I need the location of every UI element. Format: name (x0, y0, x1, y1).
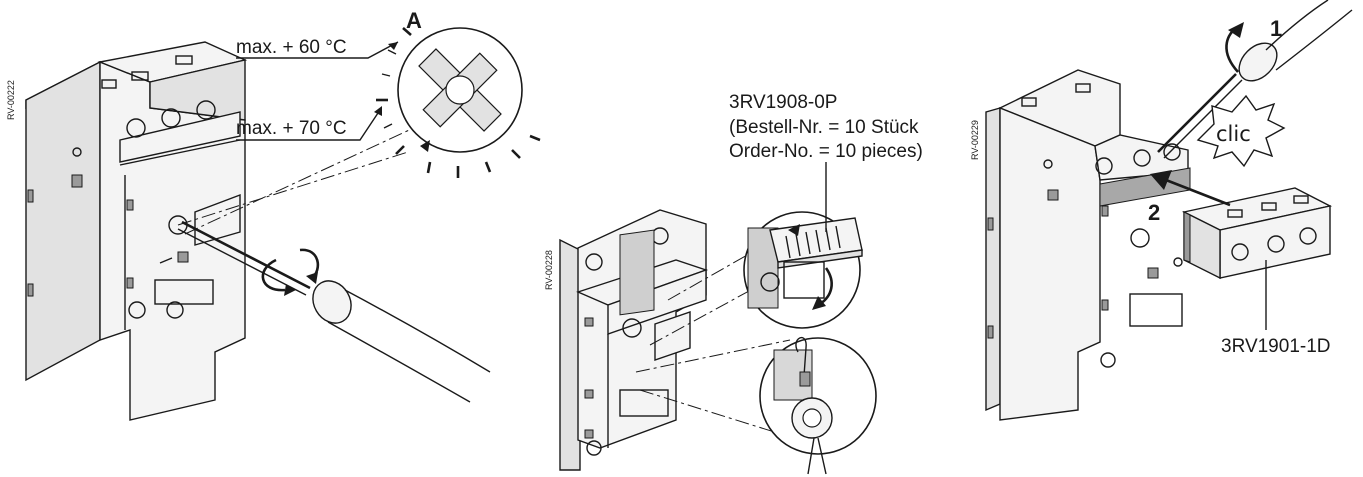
figure-2-sealable-cover: RV-00228 (544, 92, 923, 475)
figure-1-dial-adjustment: RV-00222 (6, 8, 541, 421)
screwdriver-2 (1157, 0, 1353, 159)
step-2-label: 2 (1148, 200, 1160, 225)
circuit-breaker-body-3 (985, 69, 1191, 421)
figure-1-code: RV-00222 (6, 80, 16, 120)
temperature-label-60: max. + 60 °C (236, 37, 347, 58)
cover-detail-magnifier (743, 211, 863, 329)
figure-2-code: RV-00228 (544, 250, 554, 290)
circuit-breaker-body (25, 41, 248, 421)
order-line-english: Order-No. = 10 pieces) (729, 141, 923, 162)
rotate-arrow-icon (261, 258, 286, 292)
screwdriver-1 (177, 220, 491, 403)
insert-arrow-icon (1165, 178, 1231, 207)
temperature-label-70: max. + 70 °C (236, 118, 347, 139)
step-1-label: 1 (1270, 16, 1282, 41)
aux-switch-part-number: 3RV1901-1D (1221, 336, 1331, 357)
click-sound-label: clic (1216, 122, 1251, 146)
figure-3-code: RV-00229 (970, 120, 980, 160)
circuit-breaker-body-2 (559, 209, 709, 471)
figure-3-auxiliary-switch: RV-00229 (970, 0, 1353, 421)
cover-part-number: 3RV1908-0P (729, 92, 837, 113)
seal-detail-magnifier (759, 336, 877, 475)
order-line-german: (Bestell-Nr. = 10 Stück (729, 117, 919, 138)
dial-marker-label: A (406, 8, 422, 33)
dial-detail-magnifier (376, 27, 541, 178)
auxiliary-switch-block (1181, 187, 1333, 280)
clic-starburst: clic (1196, 94, 1286, 168)
